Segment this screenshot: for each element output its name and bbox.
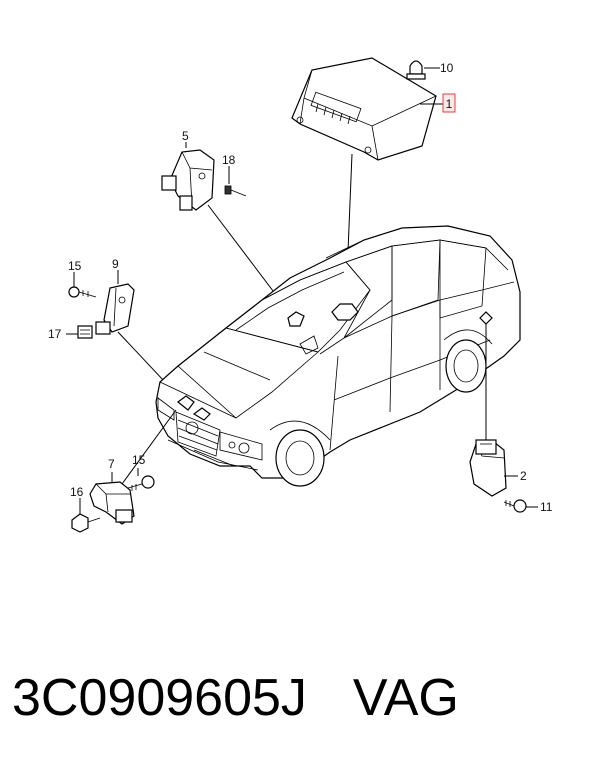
callout-16: 16: [70, 485, 84, 499]
callout-5: 5: [182, 129, 189, 143]
callout-2: 2: [520, 469, 527, 483]
callout-9: 9: [112, 257, 119, 271]
clip-part-17: [77, 325, 93, 339]
sensor-part-5: [161, 149, 215, 211]
callout-17: 17: [48, 327, 62, 341]
sensor-part-9: [95, 283, 135, 335]
callout-11: 11: [540, 500, 553, 514]
sensor-marker-rear: [479, 311, 493, 325]
bolt-part-15-upper: [68, 286, 97, 298]
car-body: [155, 225, 521, 487]
bolt-part-11: [503, 499, 527, 513]
bolt-part-18: [224, 185, 247, 197]
caption: 3C0909605J VAG: [12, 668, 459, 728]
control-unit-part-1: [291, 57, 437, 161]
callout-10: 10: [440, 61, 454, 75]
sensor-marker-front-right: [192, 407, 211, 421]
sensor-marker-front-left: [177, 395, 195, 411]
sensor-part-2: [469, 439, 507, 497]
bolt-part-16: [71, 513, 101, 533]
sensor-marker-windshield: [287, 311, 305, 327]
callout-1: 1: [446, 97, 453, 111]
sensor-part-7: [89, 481, 135, 525]
callout-7: 7: [108, 457, 115, 471]
bolt-part-15-lower: [127, 475, 155, 491]
sensor-marker-roof: [331, 303, 359, 321]
nut-part-10: [406, 60, 426, 80]
callout-15-lower: 15: [132, 453, 146, 467]
part-number: 3C0909605J: [12, 669, 307, 727]
callout-15-upper: 15: [68, 259, 82, 273]
parts-diagram: 1 10 5 18 15 9: [48, 57, 553, 533]
callout-18: 18: [222, 153, 236, 167]
brand-label: VAG: [352, 669, 459, 727]
